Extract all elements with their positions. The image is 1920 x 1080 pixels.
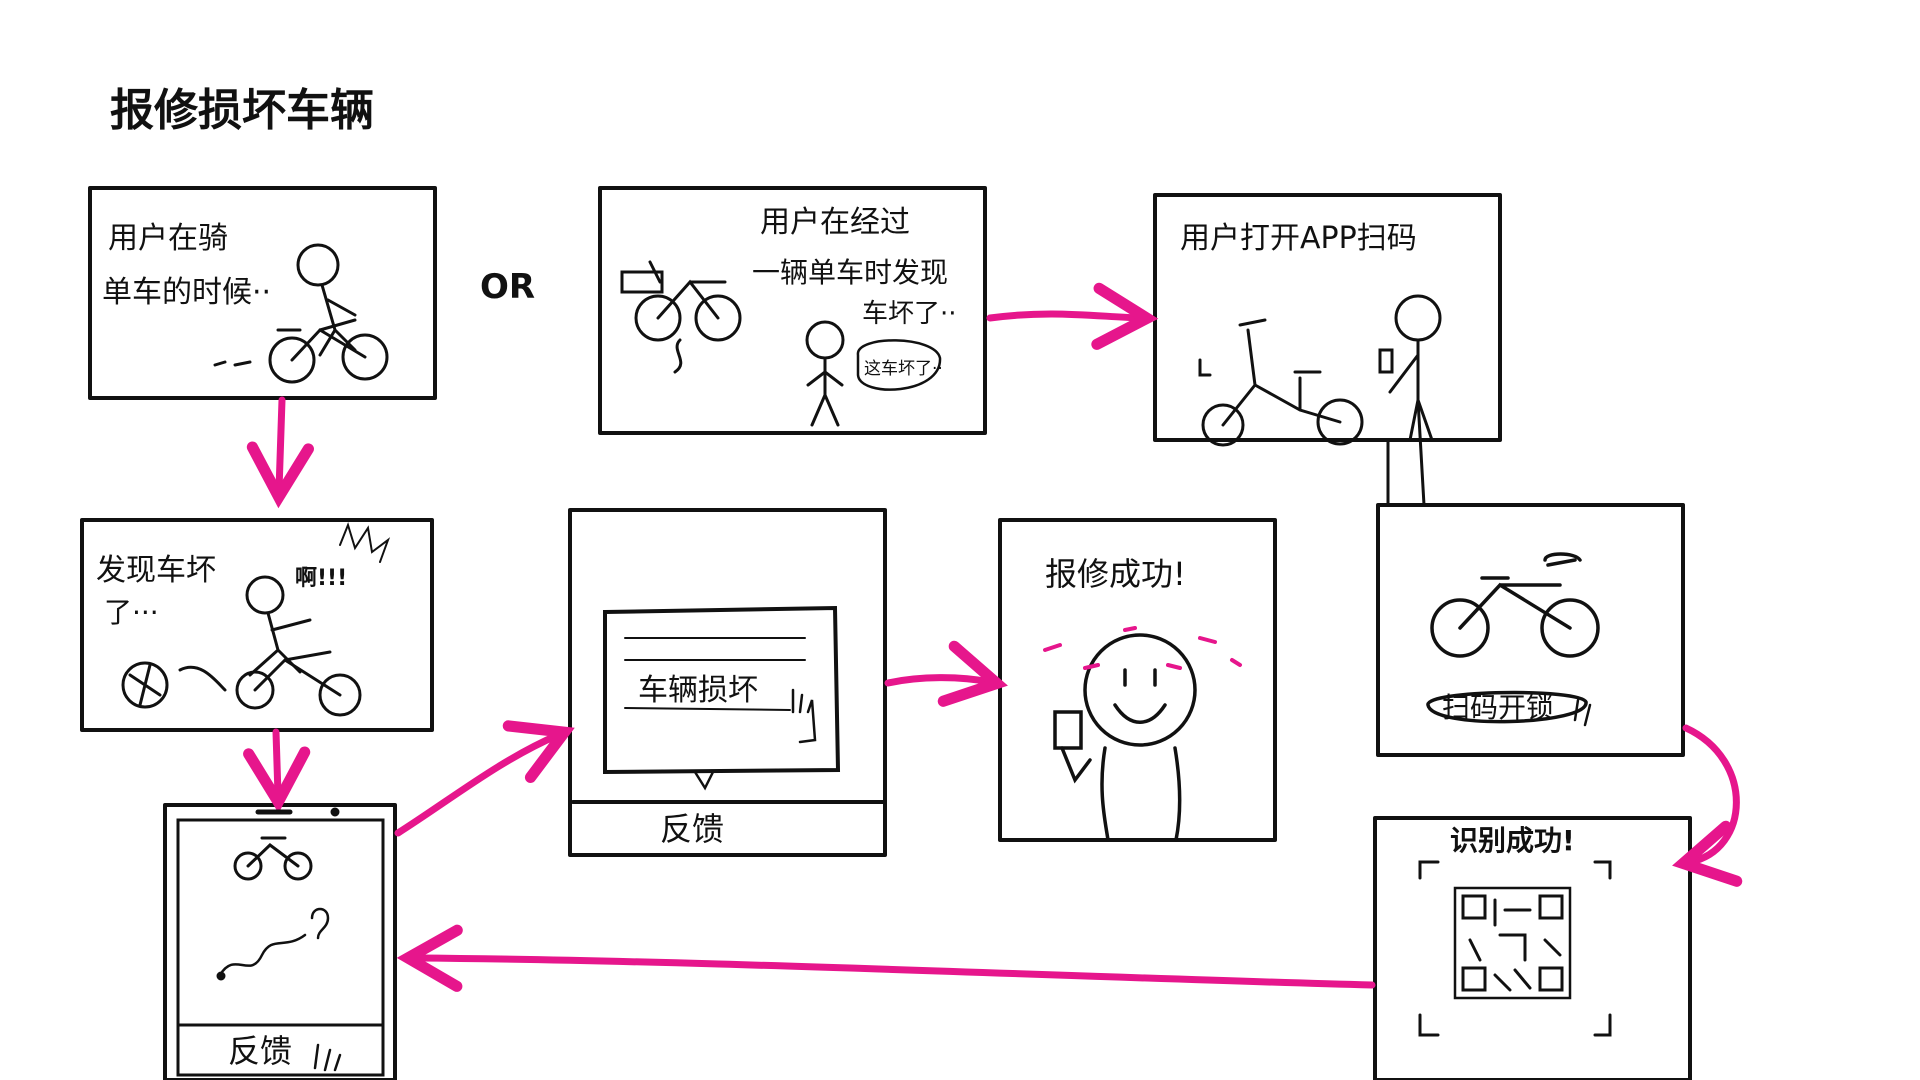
broken-caption-line1: 发现车坏 <box>96 553 216 588</box>
panel-recognized <box>1373 816 1692 1080</box>
arrow-riding-to-broken <box>246 396 314 509</box>
phone-feedback-label[interactable]: 反馈 <box>228 1032 292 1070</box>
success-scene <box>1053 633 1197 842</box>
phone-scene <box>176 807 385 1077</box>
passing-caption-line1: 用户在经过 <box>760 205 910 240</box>
panel-broken <box>80 518 434 732</box>
recognized-caption: 识别成功! <box>1450 824 1575 857</box>
broken-scene <box>121 521 391 717</box>
passing-caption-line3: 车坏了·· <box>862 299 957 329</box>
arrow-phone-to-feedback <box>394 720 575 837</box>
passing-caption-line2: 一辆单车时发现 <box>752 256 948 289</box>
riding-caption-line1: 用户在骑 <box>108 221 228 256</box>
arrow-scan-to-unlock <box>1386 399 1426 506</box>
scan-scene <box>1198 294 1442 447</box>
page-title: 报修损坏车辆 <box>110 85 374 136</box>
arrow-feedback-to-success <box>884 640 1008 707</box>
passing-scene <box>620 260 942 427</box>
arrow-recognized-to-phone <box>396 924 1376 992</box>
riding-scene <box>213 243 389 384</box>
panel-unlock <box>1376 503 1685 757</box>
or-label: OR <box>480 267 535 307</box>
broken-caption-line2: 了··· <box>104 596 159 629</box>
arrow-unlock-to-recognized <box>1672 724 1743 887</box>
success-sparkles <box>1043 626 1242 670</box>
feedback-popup-scene <box>571 605 885 804</box>
arrow-passing-to-scan <box>986 282 1159 350</box>
passing-speech: 这车坏了·· <box>864 359 943 379</box>
recognized-scene <box>1418 860 1612 1037</box>
feedback-option-label[interactable]: 车辆损坏 <box>638 673 758 708</box>
feedback-tab-label[interactable]: 反馈 <box>660 810 724 848</box>
riding-caption-line2: 单车的时候·· <box>102 275 271 310</box>
unlock-button-label[interactable]: 扫码开锁 <box>1442 691 1554 724</box>
panel-riding <box>88 186 437 400</box>
unlock-scene <box>1426 552 1600 727</box>
success-caption: 报修成功! <box>1045 555 1186 593</box>
panel-passing <box>598 186 987 435</box>
qr-code <box>1453 886 1572 1000</box>
broken-shout: 啊!!! <box>295 566 347 591</box>
scan-caption: 用户打开APP扫码 <box>1180 221 1417 256</box>
arrow-broken-to-phone <box>243 728 311 814</box>
